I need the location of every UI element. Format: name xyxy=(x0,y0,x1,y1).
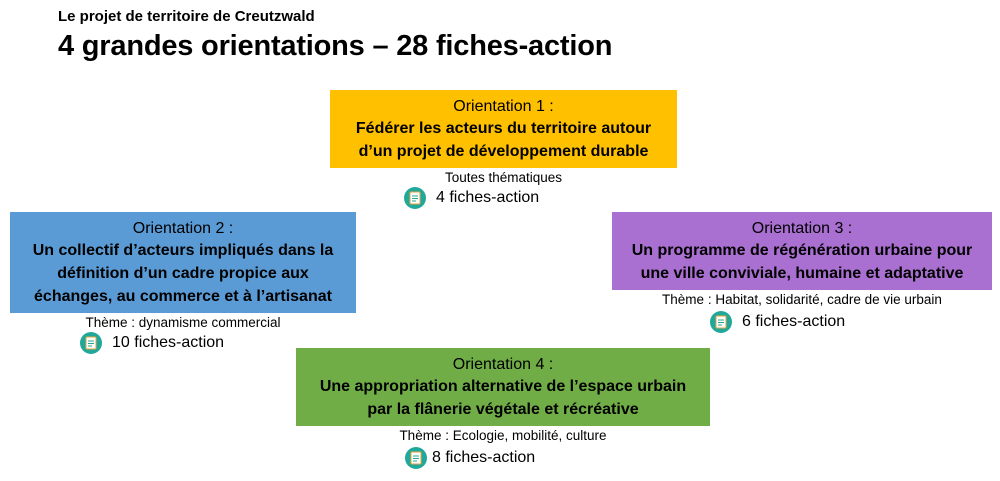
orientation-2-box: Orientation 2 : Un collectif d’acteurs i… xyxy=(10,212,356,313)
orientation-2-line-1: Un collectif d’acteurs impliqués dans la xyxy=(32,241,334,259)
orientation-3-count: 6 fiches-action xyxy=(710,311,845,333)
orientation-2-line-2: définition d’un cadre propice aux xyxy=(57,264,309,282)
document-icon xyxy=(710,311,732,333)
document-icon xyxy=(405,447,427,469)
orientation-1-line-1: Fédérer les acteurs du territoire autour xyxy=(355,119,652,137)
orientation-4-theme: Thème : Ecologie, mobilité, culture xyxy=(399,428,607,443)
orientation-2-line-3: échanges, au commerce et à l’artisanat xyxy=(34,287,332,305)
orientation-1-line-2: d’un projet de développement durable xyxy=(358,142,649,160)
orientation-4-line-2: par la flânerie végétale et récréative xyxy=(367,400,639,418)
orientation-4-box: Orientation 4 : Une appropriation altern… xyxy=(296,348,710,426)
orientation-4-heading: Orientation 4 : xyxy=(452,355,554,373)
orientation-1-box: Orientation 1 : Fédérer les acteurs du t… xyxy=(330,90,677,168)
orientation-1-count: 4 fiches-action xyxy=(404,187,539,209)
orientation-2-theme: Thème : dynamisme commercial xyxy=(85,315,281,330)
orientation-2-heading: Orientation 2 : xyxy=(132,219,234,237)
orientation-3-heading: Orientation 3 : xyxy=(751,219,853,237)
orientation-3-line-1: Un programme de régénération urbaine pou… xyxy=(631,241,973,259)
orientation-3-theme: Thème : Habitat, solidarité, cadre de vi… xyxy=(662,292,942,307)
orientation-1-heading: Orientation 1 : xyxy=(453,97,554,115)
orientation-4-count-label: 8 fiches-action xyxy=(432,449,536,466)
orientation-1-count-label: 4 fiches-action xyxy=(436,189,540,206)
orientation-2-count: 10 fiches-action xyxy=(80,332,224,354)
orientation-1-theme: Toutes thématiques xyxy=(444,170,563,185)
orientation-4-line-1: Une appropriation alternative de l’espac… xyxy=(319,377,687,395)
orientation-4-count: 8 fiches-action xyxy=(405,447,535,469)
page-title: 4 grandes orientations – 28 fiches-actio… xyxy=(58,30,613,62)
page-subtitle: Le projet de territoire de Creutzwald xyxy=(58,8,315,25)
orientation-2-count-label: 10 fiches-action xyxy=(112,334,225,351)
document-icon xyxy=(80,332,102,354)
orientation-3-count-label: 6 fiches-action xyxy=(742,313,846,330)
document-icon xyxy=(404,187,426,209)
orientation-3-box: Orientation 3 : Un programme de régénéra… xyxy=(612,212,992,290)
orientation-3-line-2: une ville conviviale, humaine et adaptat… xyxy=(640,264,964,282)
